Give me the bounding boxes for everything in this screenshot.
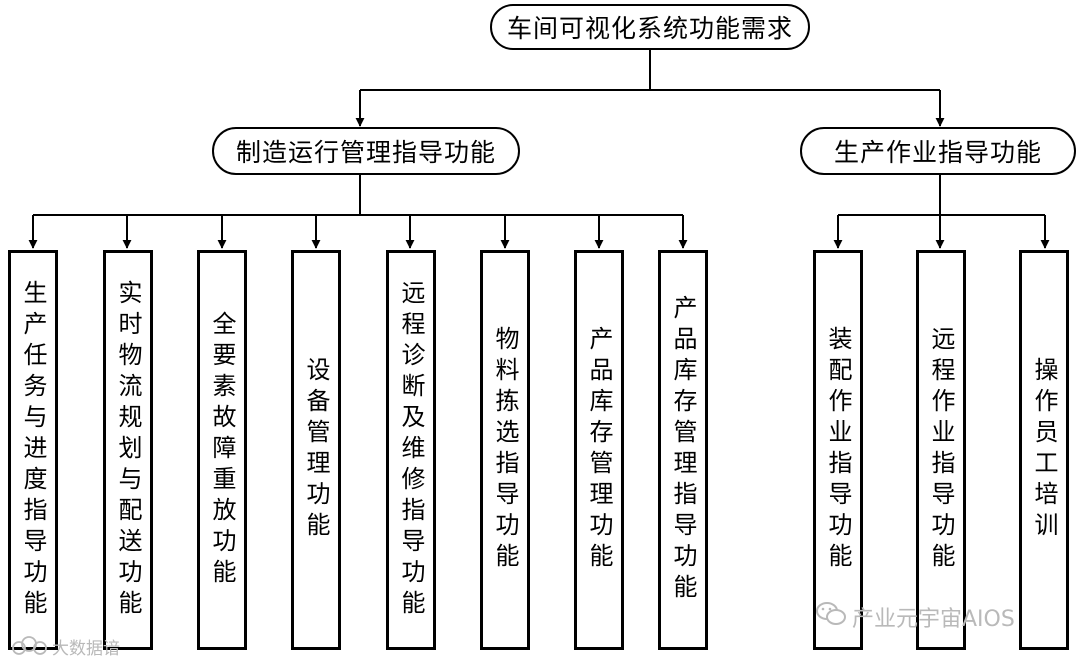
leaf-node-label: 物料拣选指导功能 xyxy=(491,326,519,574)
leaf-node: 远程作业指导功能 xyxy=(916,250,966,650)
leaf-node-label: 产品库存管理功能 xyxy=(585,326,613,574)
leaf-node-label: 实时物流规划与配送功能 xyxy=(114,279,142,621)
leaf-node: 装配作业指导功能 xyxy=(813,250,863,650)
watermark-text-right: 产业元宇宙AIOS xyxy=(852,607,1015,632)
leaf-node-label: 产品库存管理指导功能 xyxy=(669,295,697,605)
leaf-node: 远程诊断及维修指导功能 xyxy=(386,250,436,650)
group-node-production-work: 生产作业指导功能 xyxy=(800,127,1076,175)
group-node-manufacturing-ops: 制造运行管理指导功能 xyxy=(212,127,520,175)
leaf-node: 设备管理功能 xyxy=(291,250,341,650)
leaf-node: 生产任务与进度指导功能 xyxy=(8,250,58,650)
wechat-icon xyxy=(816,602,846,625)
leaf-node-label: 远程作业指导功能 xyxy=(927,326,955,574)
leaf-node: 产品库存管理功能 xyxy=(574,250,624,650)
root-node: 车间可视化系统功能需求 xyxy=(490,4,810,50)
leaf-node-label: 装配作业指导功能 xyxy=(824,326,852,574)
leaf-node-label: 生产任务与进度指导功能 xyxy=(19,279,47,621)
cloud-logo-icon xyxy=(12,636,47,655)
leaf-node: 产品库存管理指导功能 xyxy=(658,250,708,650)
leaf-node: 操作员工培训 xyxy=(1019,250,1069,650)
leaf-node-label: 全要素故障重放功能 xyxy=(208,310,236,590)
leaf-node-label: 操作员工培训 xyxy=(1030,357,1058,543)
leaf-node: 实时物流规划与配送功能 xyxy=(103,250,153,650)
leaf-node-label: 设备管理功能 xyxy=(302,357,330,543)
watermark-text-left: 大数据谙 xyxy=(52,639,120,659)
leaf-node: 物料拣选指导功能 xyxy=(480,250,530,650)
leaf-node-label: 远程诊断及维修指导功能 xyxy=(397,279,425,621)
leaf-node: 全要素故障重放功能 xyxy=(197,250,247,650)
